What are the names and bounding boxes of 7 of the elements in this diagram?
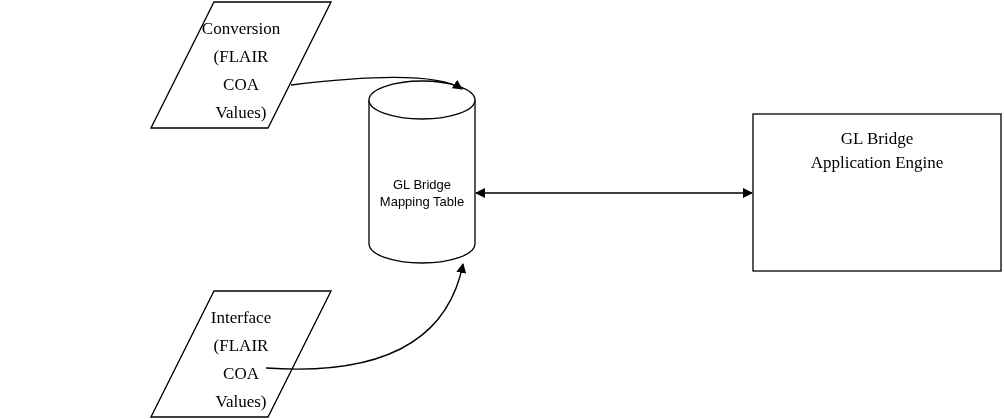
node-label: Conversion (FLAIR COA Values)	[200, 18, 282, 124]
node-label: GL Bridge Application Engine	[809, 128, 945, 174]
node-label: Interface (FLAIR COA Values)	[209, 307, 273, 413]
arrow	[290, 76, 463, 90]
node-label: GL Bridge Mapping Table	[378, 176, 466, 210]
arrow	[265, 263, 466, 370]
arrow	[475, 188, 753, 198]
